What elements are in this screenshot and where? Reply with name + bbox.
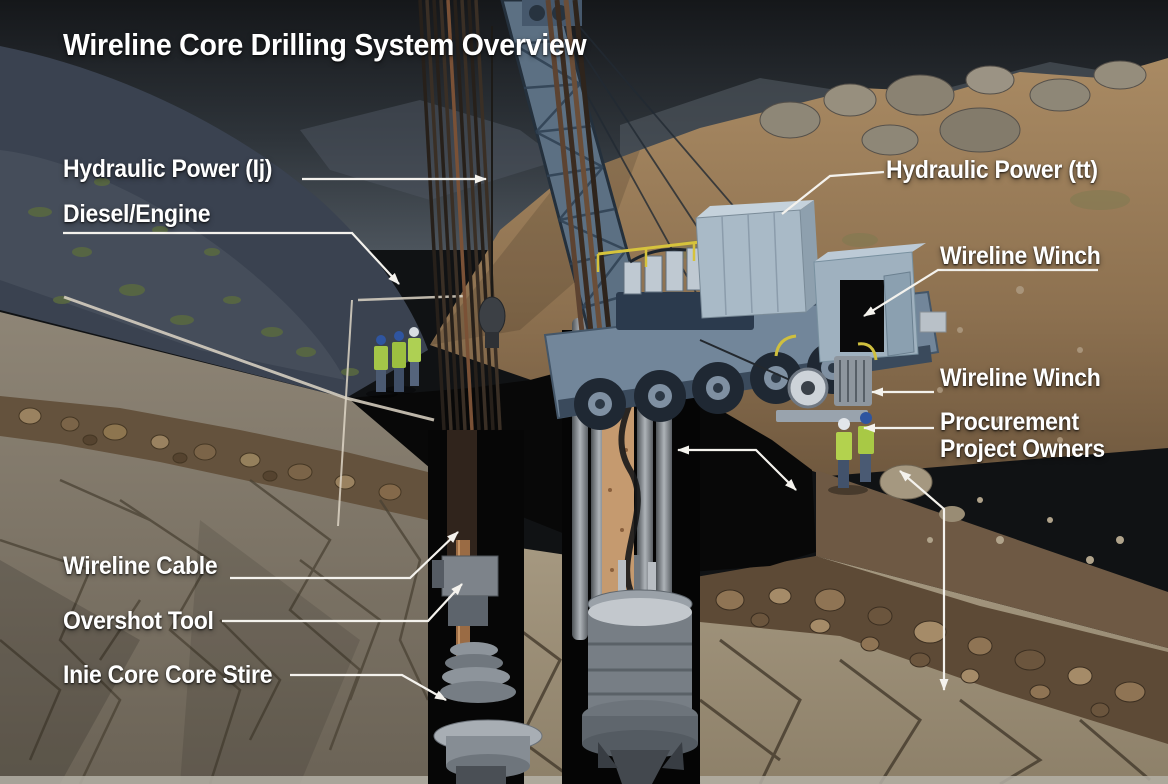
workers-group-rig xyxy=(366,327,421,398)
hydraulic-power-unit xyxy=(695,200,820,319)
label-inner-core-store: Inie Core Core Stire xyxy=(63,661,273,689)
mountain-range xyxy=(0,46,560,398)
borehole-left xyxy=(428,430,543,784)
underground-rock-left xyxy=(0,312,430,784)
label-diesel-engine: Diesel/Engine xyxy=(63,200,211,228)
leader-diesel-engine xyxy=(63,231,400,285)
page-title: Wireline Core Drilling System Overview xyxy=(63,27,587,62)
label-hydraulic-power-right: Hydraulic Power (tt) xyxy=(886,156,1098,184)
leader-depth-indicator xyxy=(899,470,949,691)
label-wireline-winch-2: Wireline Winch xyxy=(940,364,1101,392)
drill-bit-right xyxy=(610,750,670,784)
boulder xyxy=(879,464,933,500)
leader-wireline-cable xyxy=(230,531,459,580)
leader-inner-core xyxy=(290,673,447,701)
mast-drill-string xyxy=(545,0,614,353)
enclosure-doorway xyxy=(840,280,884,352)
leader-lines xyxy=(63,170,1098,701)
label-hydraulic-power-left: Hydraulic Power (Ij) xyxy=(63,155,273,183)
platform-edge-trim xyxy=(63,294,467,527)
leader-casing-double-arrow xyxy=(677,445,797,491)
core-barrel-right xyxy=(582,555,698,784)
hoist-block xyxy=(478,296,506,336)
label-wireline-winch-1: Wireline Winch xyxy=(940,242,1101,270)
borehole-right xyxy=(562,312,700,784)
core-barrel-left xyxy=(433,642,543,784)
wireline-winch-unit xyxy=(699,334,878,422)
drill-bit-left xyxy=(456,766,506,784)
leader-hydraulic-power-right xyxy=(781,170,885,215)
label-procurement-project-owners: Procurement Project Owners xyxy=(940,408,1105,463)
leader-wireline-winch-1 xyxy=(863,268,1098,317)
leader-overshot-tool xyxy=(222,583,463,623)
label-overshot-tool: Overshot Tool xyxy=(63,607,214,635)
overshot-tool-assembly xyxy=(432,555,499,626)
vegetation xyxy=(28,178,359,376)
label-wireline-cable: Wireline Cable xyxy=(63,552,218,580)
rock-cracks-left xyxy=(0,478,430,784)
boulder-outcrop xyxy=(759,60,1147,156)
cobbles-left xyxy=(18,407,402,501)
wireline-cable-bundle xyxy=(418,0,506,431)
